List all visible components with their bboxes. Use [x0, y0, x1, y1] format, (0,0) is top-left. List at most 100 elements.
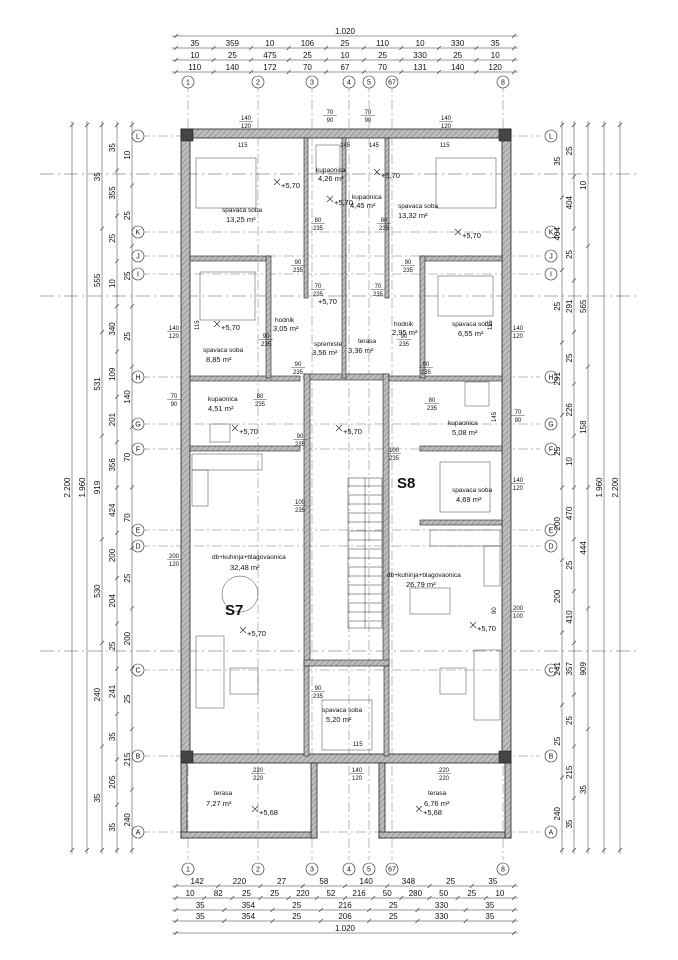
- dimension-tick: [114, 394, 120, 400]
- dimension-label: 140: [123, 390, 132, 404]
- dimension-tick: [366, 907, 372, 913]
- dimension-label: 241: [108, 684, 117, 698]
- wc-left: [209, 423, 231, 443]
- opening-width: 70: [171, 394, 178, 400]
- staircase: [347, 477, 383, 629]
- axis-bubble: [305, 75, 319, 89]
- opening-height: 220: [439, 776, 450, 782]
- dimension-tick: [559, 775, 565, 780]
- dimension-label: 240: [123, 813, 132, 827]
- dimension-label: 35: [579, 785, 588, 794]
- dimension-label: 35: [488, 877, 497, 886]
- dimension-tick: [129, 606, 135, 611]
- room-area: 26,79 m²: [406, 580, 436, 589]
- axis-bubble: [544, 825, 558, 839]
- dimension-label: 70: [123, 513, 132, 522]
- dimension-tick: [617, 847, 623, 853]
- axis-label: K: [549, 230, 554, 237]
- opening-width: 200: [169, 554, 180, 560]
- axis-label: D: [135, 544, 140, 551]
- svg-text:+5,70: +5,70: [381, 171, 400, 180]
- dimension-tick: [585, 243, 591, 249]
- dimension-tick: [258, 895, 263, 901]
- dimension-tick: [286, 45, 291, 51]
- axis-label: C: [135, 668, 140, 675]
- dimension-tick: [129, 304, 135, 309]
- opening-width: 90: [315, 686, 322, 692]
- dimension-tick: [129, 485, 135, 490]
- dimension-tick: [324, 69, 329, 75]
- dimension-tick: [361, 69, 366, 75]
- dimension-tick: [114, 258, 120, 264]
- opening-width: 140: [513, 326, 524, 332]
- dimension-label: 110: [376, 39, 389, 48]
- level-marks: +5,70 +5,70 +5,70 +5,70 +5,70 +5,70 +5,7…: [213, 168, 496, 817]
- axis-bubble: [362, 862, 376, 876]
- dimension-label: 355: [108, 186, 117, 200]
- opening-height: 235: [403, 268, 414, 274]
- dimension-label: 410: [565, 610, 574, 624]
- axis-label: 1: [186, 867, 190, 874]
- level-mark: +5,70: [221, 323, 240, 332]
- dimension-tick: [99, 847, 105, 853]
- dimension-label: 240: [553, 807, 562, 821]
- dimension-label: 356: [108, 458, 117, 472]
- dining-table-left: [221, 575, 259, 613]
- room-area: 32,48 m²: [230, 563, 260, 572]
- dimension-label: 25: [553, 736, 562, 745]
- dimension-label: 58: [319, 877, 328, 886]
- dimension-tick: [511, 33, 517, 39]
- dimension-tick: [427, 883, 432, 889]
- dimension-label: 25: [292, 901, 301, 910]
- opening-height: 235: [313, 694, 324, 700]
- dimension-label: 35: [485, 912, 494, 921]
- room-area: 5,20 m²: [326, 715, 352, 724]
- opening-height: 235: [379, 226, 390, 232]
- dimension-tick: [559, 195, 565, 200]
- dimension-tick: [342, 883, 348, 889]
- room-name: kupaonica: [352, 194, 382, 201]
- dimension-tick: [361, 45, 366, 51]
- dimension-tick: [248, 57, 254, 63]
- axis-label: 2: [256, 80, 260, 87]
- room-name: kupaonica: [448, 420, 478, 427]
- dimension-tick: [559, 847, 565, 853]
- room-name: spavaca soba: [322, 707, 362, 714]
- dimension-tick: [559, 702, 565, 708]
- dimension-label: 200: [108, 548, 117, 562]
- opening-width: 90: [401, 334, 408, 340]
- svg-text:145: 145: [340, 143, 351, 149]
- dimension-label: 35: [491, 39, 500, 48]
- axis-label: 4: [347, 80, 351, 87]
- dimension-tick: [69, 847, 75, 853]
- dimension-tick: [483, 895, 489, 901]
- dimension-tick: [370, 895, 376, 901]
- level-mark: +5,68: [259, 808, 278, 817]
- level-mark: +5,70: [318, 297, 337, 306]
- dimension-label: 10: [491, 51, 500, 60]
- room-name: terasa: [358, 338, 376, 345]
- dimension-tick: [211, 57, 216, 63]
- opening-height: 235: [313, 292, 324, 298]
- opening-width: 70: [515, 410, 522, 416]
- axis-bubble: [496, 862, 510, 876]
- dimension-tick: [258, 883, 263, 889]
- dimension-label: 404: [553, 227, 562, 241]
- dimension-tick: [173, 45, 179, 51]
- dimension-label: 200: [123, 631, 132, 645]
- dimension-tick: [84, 122, 90, 128]
- dimension-label: 330: [451, 39, 465, 48]
- sofa-right: [473, 649, 501, 721]
